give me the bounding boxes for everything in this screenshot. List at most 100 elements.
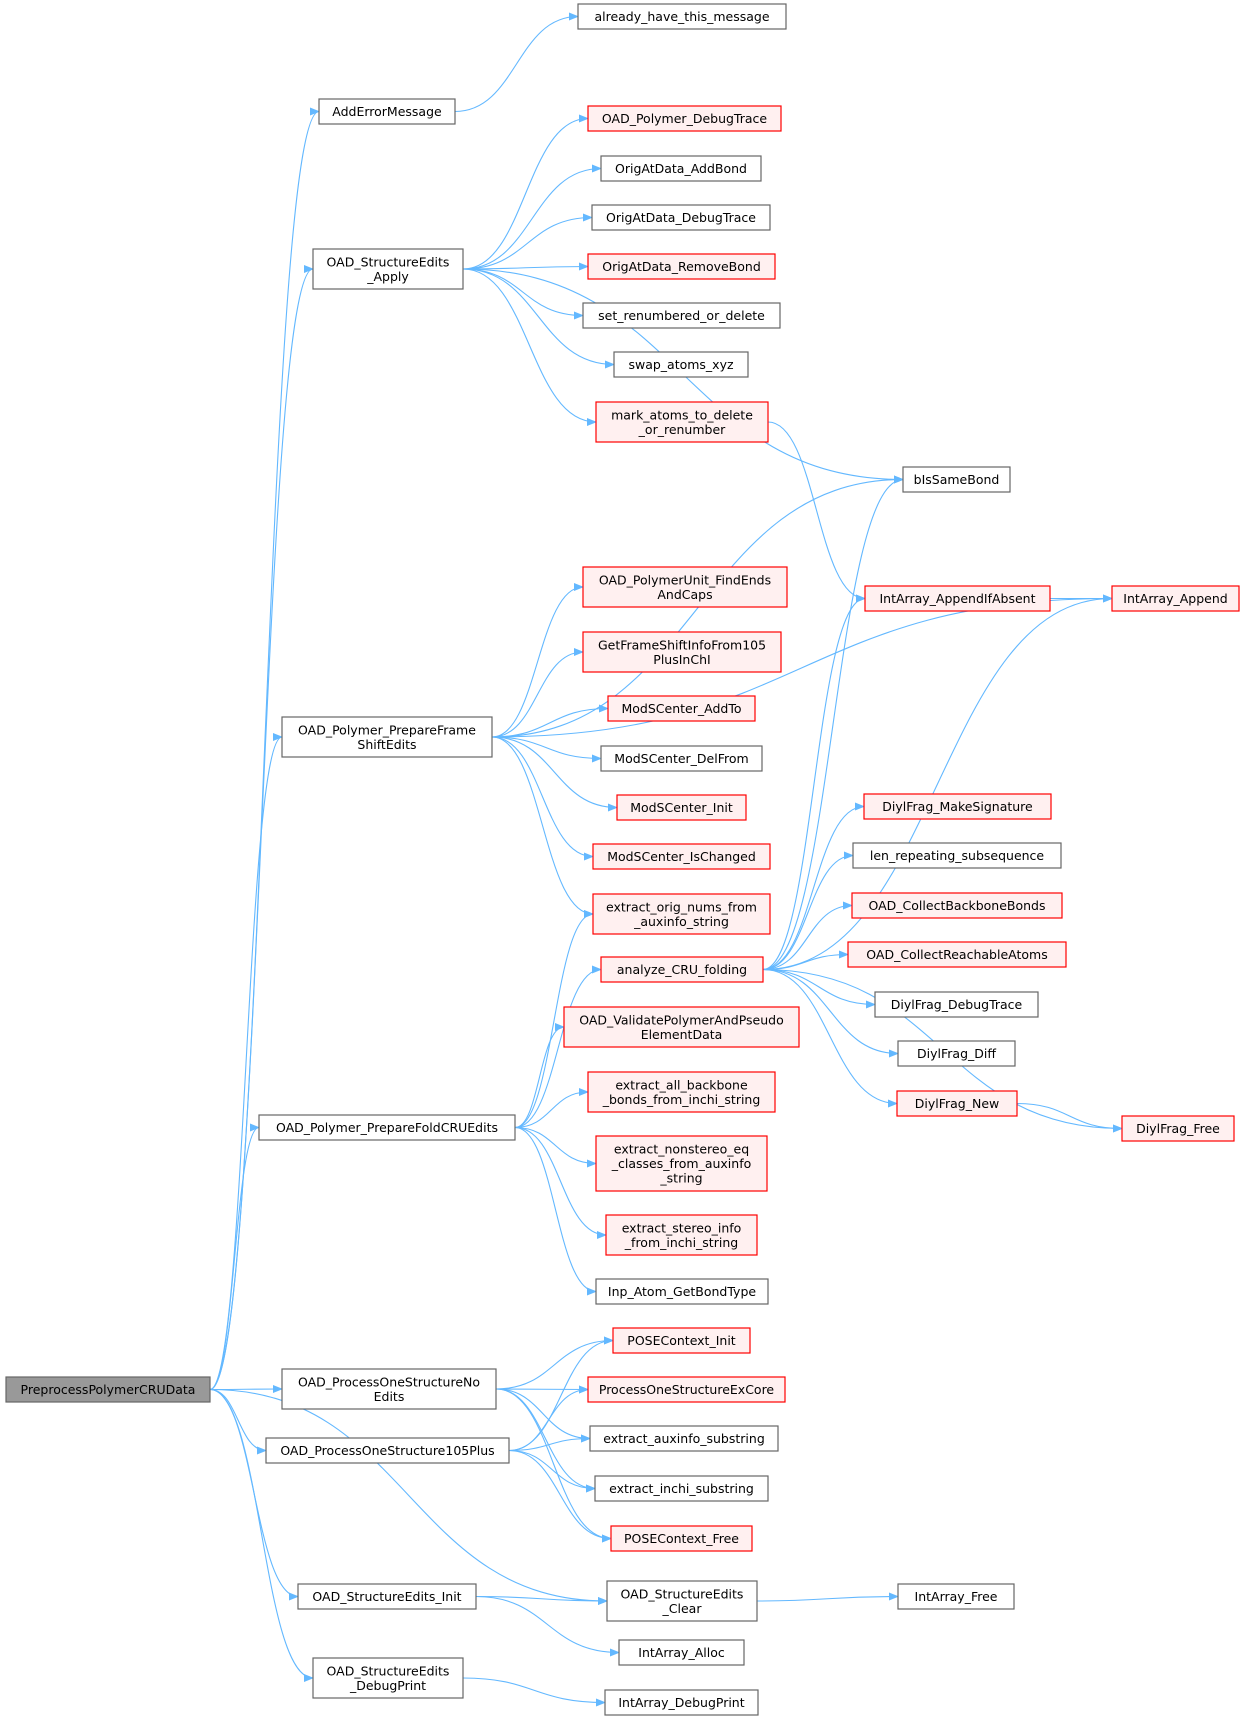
node-box xyxy=(595,401,769,443)
node-box xyxy=(587,105,782,132)
node-label: IntArray_DebugPrint xyxy=(618,1695,744,1710)
graph-node-diylNew[interactable]: DiylFrag_New xyxy=(896,1090,1018,1117)
edge-seApply-to-swap xyxy=(462,268,615,369)
graph-node-diylFree[interactable]: DiylFrag_Free xyxy=(1121,1115,1235,1142)
edge-seApply-to-polyDbg xyxy=(462,114,589,270)
node-label: POSEContext_Init xyxy=(627,1333,736,1348)
graph-node-modInit[interactable]: ModSCenter_Init xyxy=(616,794,747,821)
node-label: _Clear xyxy=(662,1601,703,1616)
node-label: ModSCenter_AddTo xyxy=(622,701,742,716)
edge-proc105-to-poseFree xyxy=(508,1449,612,1543)
node-box xyxy=(618,1639,745,1666)
node-label: AddErrorMessage xyxy=(332,104,442,119)
graph-node-poseFree[interactable]: POSEContext_Free xyxy=(610,1525,753,1552)
node-label: len_repeating_subsequence xyxy=(870,848,1045,863)
graph-node-origRem[interactable]: OrigAtData_RemoveBond xyxy=(587,253,776,280)
edge-seInit-to-intAlloc xyxy=(475,1595,620,1657)
node-label: bIsSameBond xyxy=(914,472,1000,487)
graph-node-seClear[interactable]: OAD_StructureEdits_Clear xyxy=(606,1580,758,1622)
edge-prepFold-to-extractBack xyxy=(514,1088,589,1129)
node-label: OrigAtData_RemoveBond xyxy=(602,259,761,274)
graph-node-diylDiff[interactable]: DiylFrag_Diff xyxy=(897,1040,1016,1067)
graph-node-analyze[interactable]: analyze_CRU_folding xyxy=(600,956,764,983)
node-box xyxy=(591,204,771,231)
graph-node-intApp[interactable]: IntArray_Append xyxy=(1111,585,1240,612)
graph-node-procEx[interactable]: ProcessOneStructureExCore xyxy=(587,1376,786,1403)
graph-node-extractNon[interactable]: extract_nonstereo_eq_classes_from_auxinf… xyxy=(595,1135,768,1192)
node-label: OAD_ProcessOneStructureNo xyxy=(298,1374,480,1389)
node-box xyxy=(606,1580,758,1622)
node-box xyxy=(587,1376,786,1403)
graph-node-polyDbg[interactable]: OAD_Polymer_DebugTrace xyxy=(587,105,782,132)
edge-prepFold-to-extractOrig xyxy=(514,910,594,1129)
graph-node-modChg[interactable]: ModSCenter_IsChanged xyxy=(592,843,771,870)
graph-node-intDbgPrint[interactable]: IntArray_DebugPrint xyxy=(604,1689,759,1716)
node-box xyxy=(600,956,764,983)
graph-node-extractOrig[interactable]: extract_orig_nums_from_auxinfo_string xyxy=(592,893,771,935)
edge-analyze-to-lenRep xyxy=(762,851,854,971)
graph-node-extractInchi[interactable]: extract_inchi_substring xyxy=(594,1475,769,1502)
node-label: analyze_CRU_folding xyxy=(617,962,747,977)
graph-node-diylSig[interactable]: DiylFrag_MakeSignature xyxy=(863,793,1052,820)
graph-node-prepFold[interactable]: OAD_Polymer_PrepareFoldCRUEdits xyxy=(258,1114,516,1141)
node-label: IntArray_Free xyxy=(915,1589,998,1604)
graph-node-mark[interactable]: mark_atoms_to_delete_or_renumber xyxy=(595,401,769,443)
node-box xyxy=(592,893,771,935)
graph-node-intFree[interactable]: IntArray_Free xyxy=(897,1583,1015,1610)
edge-seApply-to-origDbg xyxy=(462,213,593,270)
node-label: IntArray_Alloc xyxy=(638,1645,725,1660)
graph-node-seApply[interactable]: OAD_StructureEdits_Apply xyxy=(312,248,464,290)
node-label: OAD_StructureEdits_Init xyxy=(312,1589,461,1604)
graph-node-already[interactable]: already_have_this_message xyxy=(577,3,787,30)
graph-node-diylDbg[interactable]: DiylFrag_DebugTrace xyxy=(874,991,1039,1018)
edge-analyze-to-intApp xyxy=(762,594,1113,971)
graph-node-modDel[interactable]: ModSCenter_DelFrom xyxy=(600,745,763,772)
graph-node-origAdd[interactable]: OrigAtData_AddBond xyxy=(600,155,762,182)
graph-node-collReach[interactable]: OAD_CollectReachableAtoms xyxy=(847,941,1067,968)
edge-mark-to-intAppAbs xyxy=(767,421,866,603)
graph-node-extractAux[interactable]: extract_auxinfo_substring xyxy=(589,1425,779,1452)
graph-node-proc105[interactable]: OAD_ProcessOneStructure105Plus xyxy=(265,1437,510,1464)
edge-analyze-to-collReach xyxy=(762,950,849,971)
graph-node-modAdd[interactable]: ModSCenter_AddTo xyxy=(607,695,756,722)
edge-prepFold-to-inpAtom xyxy=(514,1126,597,1296)
node-label: OAD_ProcessOneStructure105Plus xyxy=(280,1443,494,1458)
node-label: DiylFrag_New xyxy=(915,1096,1000,1111)
node-box xyxy=(563,1006,800,1048)
edges-layer xyxy=(209,12,1123,1707)
graph-node-addErr[interactable]: AddErrorMessage xyxy=(318,98,456,125)
graph-node-bIsSame[interactable]: bIsSameBond xyxy=(902,466,1011,493)
node-label: OAD_PolymerUnit_FindEnds xyxy=(599,572,771,587)
node-box xyxy=(616,794,747,821)
edge-diylNew-to-diylFree xyxy=(1016,1102,1123,1133)
node-box xyxy=(847,941,1067,968)
edge-seApply-to-origAdd xyxy=(462,164,602,270)
graph-node-intAlloc[interactable]: IntArray_Alloc xyxy=(618,1639,745,1666)
graph-node-extractBack[interactable]: extract_all_backbone_bonds_from_inchi_st… xyxy=(587,1071,776,1113)
graph-node-root[interactable]: PreprocessPolymerCRUData xyxy=(5,1376,211,1403)
graph-node-poseInit[interactable]: POSEContext_Init xyxy=(612,1327,751,1354)
node-box xyxy=(864,585,1051,612)
node-label: swap_atoms_xyz xyxy=(628,357,734,372)
node-box xyxy=(265,1437,510,1464)
graph-node-inpAtom[interactable]: Inp_Atom_GetBondType xyxy=(595,1278,769,1305)
graph-node-origDbg[interactable]: OrigAtData_DebugTrace xyxy=(591,204,771,231)
graph-node-extractStereo[interactable]: extract_stereo_info_from_inchi_string xyxy=(605,1214,758,1256)
node-label: extract_auxinfo_substring xyxy=(603,1431,765,1446)
graph-node-collBack[interactable]: OAD_CollectBackboneBonds xyxy=(851,892,1063,919)
graph-node-seInit[interactable]: OAD_StructureEdits_Init xyxy=(297,1583,477,1610)
graph-node-seDbgPrint[interactable]: OAD_StructureEdits_DebugPrint xyxy=(312,1657,464,1699)
graph-node-setRen[interactable]: set_renumbered_or_delete xyxy=(582,302,781,329)
graph-node-lenRep[interactable]: len_repeating_subsequence xyxy=(852,842,1062,869)
edge-analyze-to-intAppAbs xyxy=(762,594,866,971)
graph-node-intAppAbs[interactable]: IntArray_AppendIfAbsent xyxy=(864,585,1051,612)
node-label: set_renumbered_or_delete xyxy=(598,308,765,323)
node-label: OAD_StructureEdits xyxy=(327,1663,450,1678)
node-box xyxy=(604,1689,759,1716)
graph-node-swap[interactable]: swap_atoms_xyz xyxy=(613,351,749,378)
